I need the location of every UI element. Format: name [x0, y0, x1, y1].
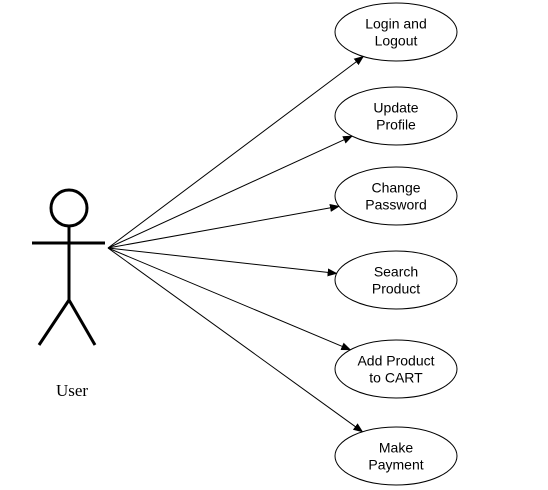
association-edges	[107, 55, 365, 433]
association-arrow-update-profile	[107, 135, 354, 249]
actor-figure	[32, 188, 105, 346]
use-case-label-line: Password	[365, 197, 426, 213]
association-arrow-search-product	[107, 247, 338, 277]
actor-right-leg	[67, 299, 97, 346]
actor-left-leg	[37, 299, 71, 346]
association-arrow-add-to-cart	[107, 247, 352, 351]
association-arrow-make-payment	[107, 247, 364, 433]
use-case-label-line: Product	[372, 281, 420, 297]
use-case-label-line: Login and	[365, 16, 427, 32]
use-case-label-line: Change	[371, 180, 420, 196]
use-case-label-line: Add Product	[357, 353, 434, 369]
use-case-label-line: Make	[379, 440, 413, 456]
use-case-ellipse	[334, 250, 458, 310]
use-case-ellipse	[334, 2, 458, 62]
use-case-label-line: Payment	[368, 457, 423, 473]
use-cases: Login andLogoutUpdateProfileChangePasswo…	[334, 2, 458, 486]
use-case-label-line: Update	[373, 100, 418, 116]
use-case-ellipse	[334, 166, 458, 226]
use-case-label-line: Logout	[375, 33, 418, 49]
use-case-label-line: to CART	[369, 370, 423, 386]
actor-head	[49, 188, 89, 228]
use-case-ellipse	[334, 86, 458, 146]
use-case-ellipse	[334, 426, 458, 486]
use-case-label-line: Search	[374, 264, 418, 280]
association-arrow-change-password	[107, 203, 340, 249]
use-case-ellipse	[334, 339, 458, 399]
use-case-label-line: Profile	[376, 117, 416, 133]
association-arrow-login	[107, 55, 365, 249]
actor-label: User	[56, 381, 88, 400]
